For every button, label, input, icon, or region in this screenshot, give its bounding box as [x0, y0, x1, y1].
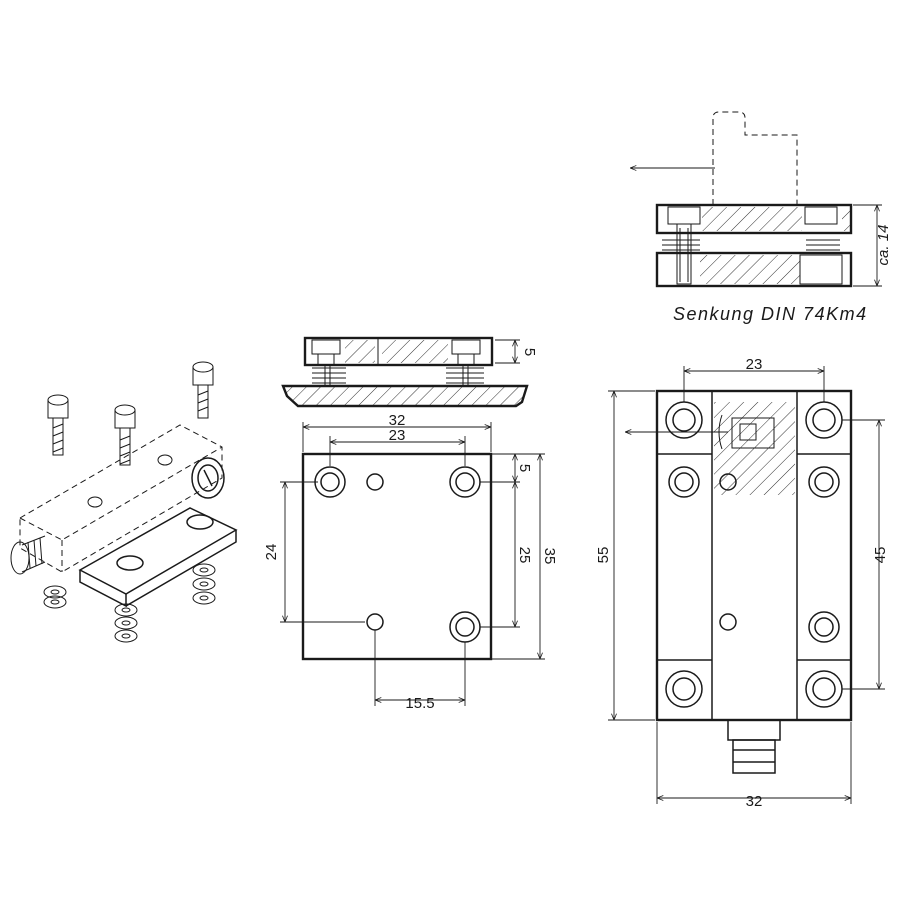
dim-main-top	[683, 366, 825, 402]
dim-main-height-label: 55	[595, 547, 612, 564]
countersink-note: Senkung DIN 74Km4	[673, 304, 868, 324]
dim-hole-offset-x	[374, 630, 466, 706]
screw-2	[114, 404, 136, 466]
dim-height	[491, 453, 545, 660]
dim-hole-spacing-x	[329, 436, 466, 466]
side-spring-left	[662, 239, 700, 251]
dim-main-hole-spacing-label: 45	[872, 547, 889, 564]
upper-body	[655, 203, 853, 235]
main-hole-mid-left-top	[668, 466, 700, 498]
mounting-plate-outline	[301, 452, 493, 661]
lock-mechanism	[731, 417, 775, 449]
main-hole-bottom-left	[665, 670, 703, 708]
main-hole-bottom-right	[805, 670, 843, 708]
mounting-hole-top-left	[314, 466, 346, 498]
lower-body	[655, 251, 853, 288]
dim-side-height-label: ca. 14	[875, 225, 892, 266]
spring-bolt	[10, 535, 46, 575]
bolt-hidden-outline	[712, 111, 798, 205]
mounting-hole-bottom-right	[449, 611, 481, 643]
side-section-view: ca. 14 Senkung DIN 74Km4	[630, 111, 892, 324]
housing-outline	[19, 424, 223, 573]
spring-right	[446, 367, 484, 384]
dim-hole-spacing-y-left-label: 24	[263, 544, 280, 561]
main-hole-mid-right-bottom	[808, 611, 840, 643]
dim-hole-spacing-y-right	[480, 482, 520, 628]
dim-width	[302, 422, 492, 452]
counterbore-right	[451, 339, 481, 365]
dim-height-label: 35	[541, 548, 558, 565]
dim-main-bottom-width-label: 32	[746, 793, 763, 810]
main-pin-bottom	[719, 613, 737, 631]
dim-plate-thickness	[495, 339, 520, 364]
exploded-isometric-view	[10, 361, 238, 643]
dim-main-height	[608, 390, 655, 721]
main-hole-top-right	[805, 401, 843, 439]
top-plan-view: 32 23 24 5 25 35	[263, 412, 558, 712]
side-spring-right	[806, 239, 840, 251]
dim-hole-spacing-y-left	[280, 481, 365, 623]
bolt-tab	[727, 720, 781, 774]
dim-hole-spacing-x-label: 23	[389, 427, 406, 444]
front-section-view: 5	[281, 336, 538, 408]
spring-left	[312, 367, 346, 384]
dim-edge-offset-label: 5	[516, 464, 533, 472]
pin-hole-top	[366, 473, 384, 491]
dim-main-hole-spacing	[842, 419, 885, 690]
main-plan-view: 23 55 45 32	[595, 356, 889, 810]
counterbore-left	[311, 339, 341, 365]
dim-main-bottom-width	[656, 722, 852, 804]
mounting-hole-top-right	[449, 466, 481, 498]
washers-middle	[114, 603, 138, 643]
base-plate	[78, 507, 238, 608]
wedge-plate-section	[281, 384, 529, 408]
dim-edge-offset	[480, 453, 520, 483]
dim-hole-spacing-y-right-label: 25	[516, 547, 533, 564]
dim-plate-thickness-label: 5	[521, 348, 538, 356]
washers-right	[192, 563, 216, 605]
lock-body-outline	[655, 389, 853, 722]
housing-hole-1	[157, 454, 173, 466]
dim-width-label: 32	[389, 412, 406, 429]
housing-hole-2	[87, 496, 103, 508]
dim-side-height	[853, 204, 882, 287]
screw-3	[192, 361, 214, 419]
screw-1	[47, 394, 69, 456]
lock-body-section	[303, 336, 494, 367]
pin-hole-bottom	[366, 613, 384, 631]
main-hole-mid-right-top	[808, 466, 840, 498]
main-hole-top-left	[665, 401, 703, 439]
lock-cylinder	[191, 457, 225, 499]
dim-hole-offset-x-label: 15.5	[405, 695, 434, 712]
washers-left	[43, 585, 67, 609]
main-pin-top	[719, 473, 737, 491]
dim-main-top-label: 23	[746, 356, 763, 373]
